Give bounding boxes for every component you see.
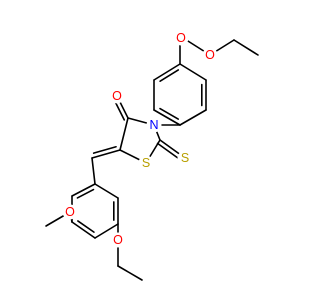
double-bond-primary (153, 63, 181, 81)
single-bond (233, 39, 259, 56)
atom-ester-ether-oxygen: O (202, 47, 218, 63)
atom-label-o: O (65, 205, 75, 219)
chemical-structure-drawing: O O O N S S O O (45, 30, 259, 281)
atom-thione-sulfur: S (177, 150, 193, 166)
atom-label-o: O (113, 233, 123, 247)
double-bond-secondary (77, 220, 95, 233)
atom-label-o: O (112, 89, 122, 103)
single-bond (179, 109, 207, 126)
atom-ester-carbonyl-oxygen: O (173, 30, 189, 46)
atom-methoxy-oxygen: O (62, 204, 78, 220)
double-bond-secondary (159, 69, 180, 82)
double-bond-secondary (92, 145, 117, 154)
atom-ring-nitrogen: N (146, 117, 162, 133)
double-bond-primary (71, 221, 96, 239)
atom-label-n: N (149, 118, 158, 132)
double-bond-secondary (76, 188, 95, 199)
double-bond-primary (91, 149, 121, 159)
single-bond (91, 157, 96, 185)
bond-layer (45, 35, 259, 281)
atom-label-s: S (181, 151, 189, 165)
atom-label-s: S (142, 156, 150, 170)
atom-ethoxy-oxygen: O (110, 232, 126, 248)
double-bond-secondary (159, 107, 179, 120)
atom-label-o: O (176, 31, 186, 45)
single-bond (119, 117, 129, 151)
double-bond-primary (71, 183, 96, 197)
single-bond (179, 63, 207, 81)
single-bond (94, 223, 119, 239)
atom-label-layer: O O O N S S O O (62, 30, 218, 248)
single-bond (94, 183, 119, 199)
atom-ring-carbonyl-oxygen: O (109, 88, 125, 104)
single-bond (117, 265, 143, 281)
double-bond-primary (153, 109, 181, 126)
atom-label-o: O (205, 48, 215, 62)
atom-ring-sulfur: S (138, 155, 154, 171)
